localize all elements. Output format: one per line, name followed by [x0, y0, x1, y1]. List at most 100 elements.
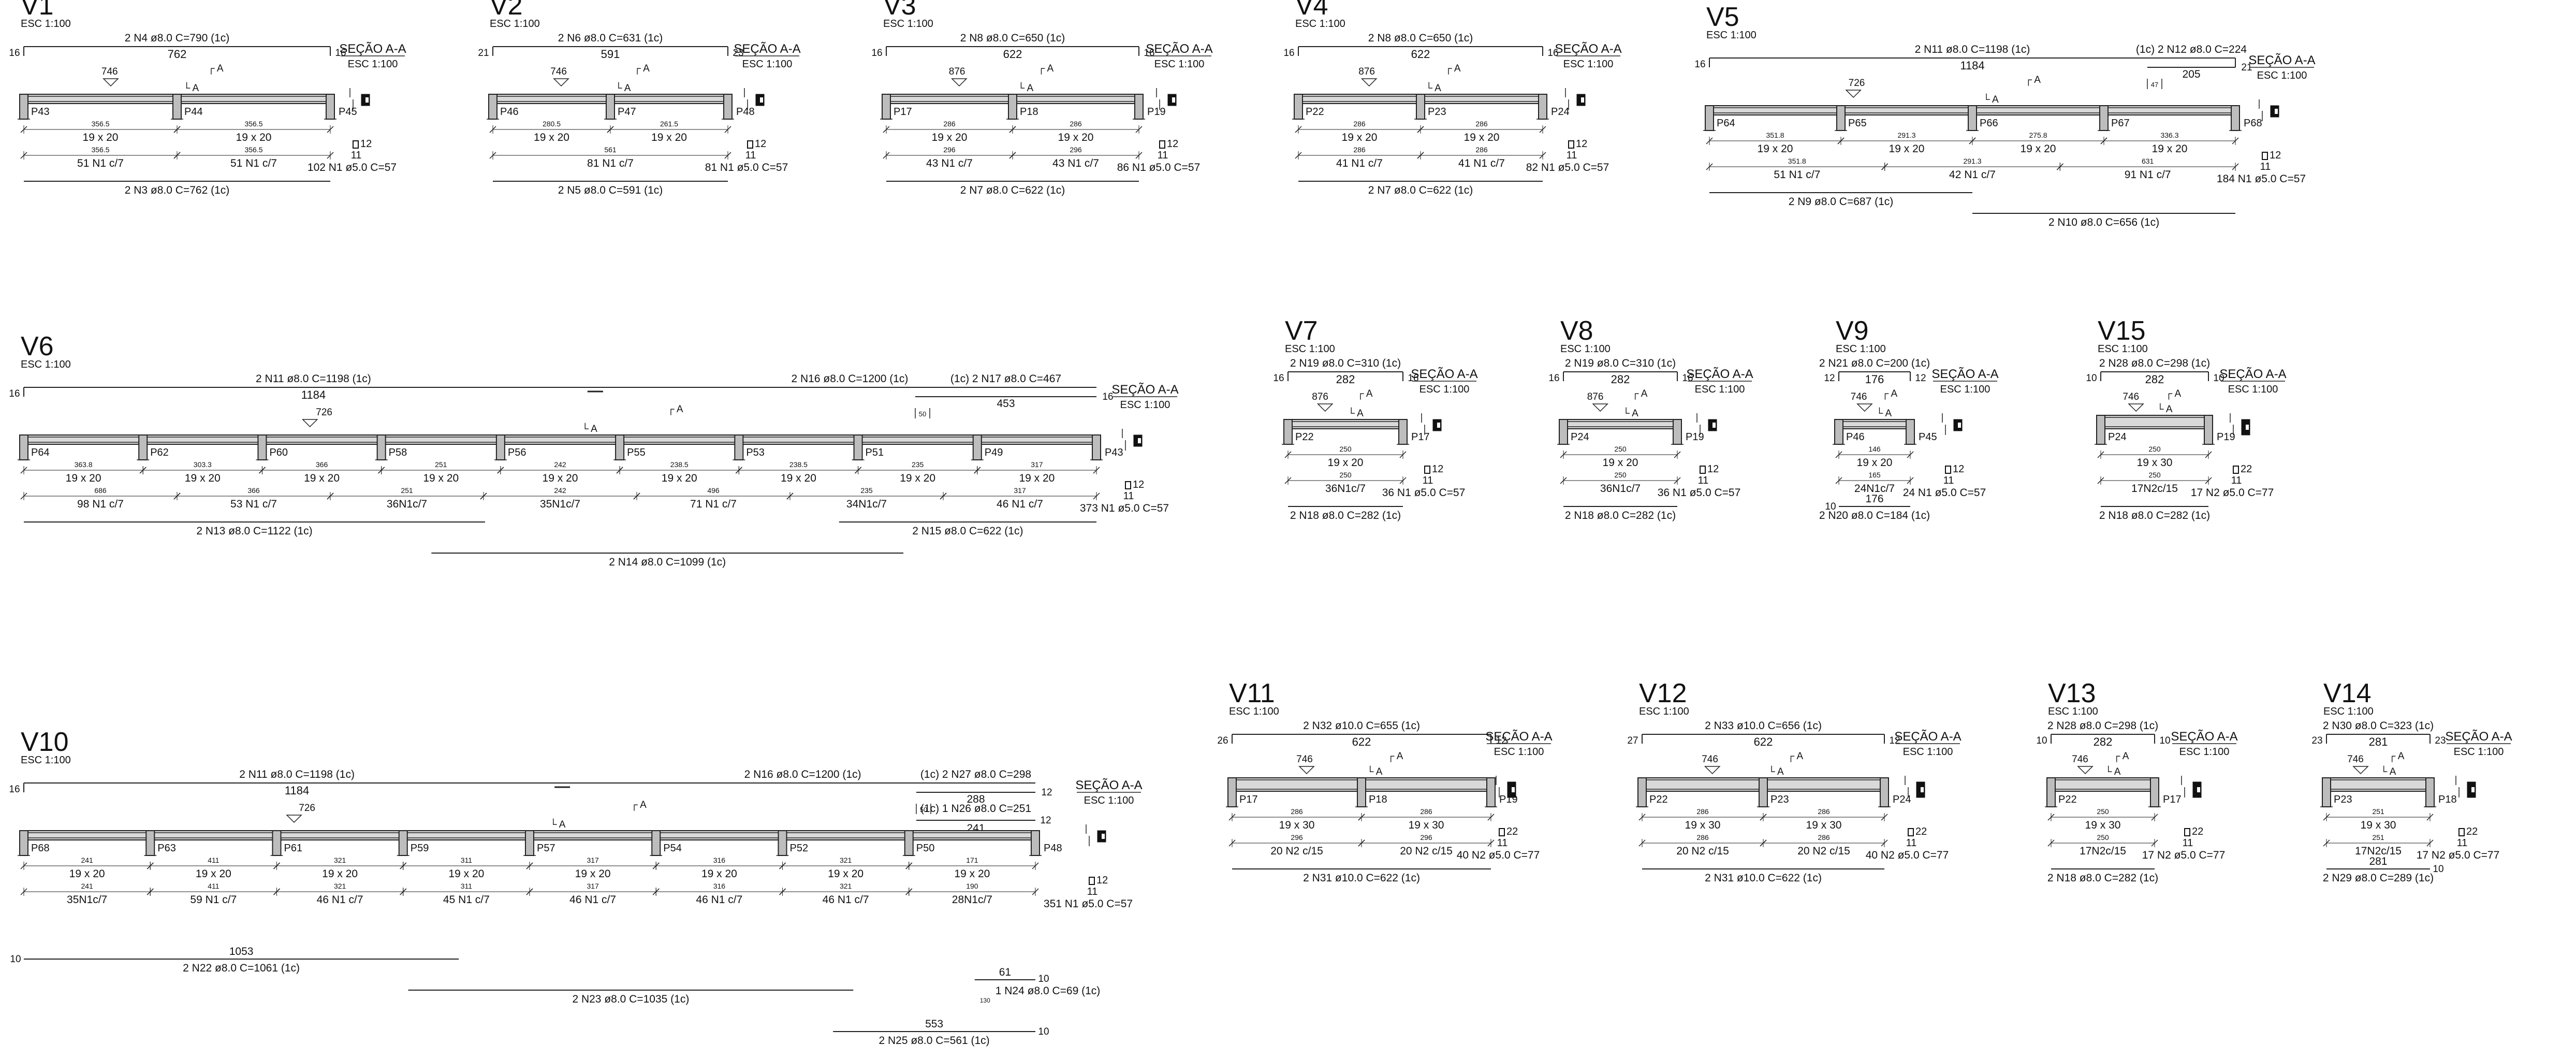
pillar — [723, 94, 733, 120]
spacing-dim: 321 — [334, 882, 346, 890]
section-size: 19 x 20 — [423, 472, 459, 484]
spacing-dim: 296 — [1291, 833, 1303, 842]
section-mark: └ A — [581, 423, 597, 434]
pillar — [2150, 777, 2159, 807]
pillar-label: P45 — [1919, 431, 1937, 443]
span-dim: 366 — [316, 460, 328, 469]
beam-title: V8 — [1560, 316, 1593, 346]
pillar-label: P22 — [1295, 431, 1314, 443]
top-bar-label: 2 N19 ø8.0 C=310 (1c) — [1290, 357, 1401, 369]
section-arrow — [286, 815, 302, 823]
pillar — [882, 94, 891, 120]
bottom-bar-label: 2 N14 ø8.0 C=1099 (1c) — [609, 556, 726, 568]
stirrup-label: 51 N1 c/7 — [1774, 169, 1820, 181]
top-bar-length: 762 — [168, 48, 187, 61]
section-size: 19 x 20 — [543, 472, 578, 484]
spacing-dim: 356.5 — [91, 146, 109, 154]
span-dim: 251 — [435, 460, 447, 469]
pillar-label: P56 — [508, 447, 526, 458]
beam-scale: ESC 1:100 — [2098, 343, 2148, 355]
stirrup-total: 102 N1 ø5.0 C=57 — [308, 162, 397, 173]
section-mark: └ A — [1348, 407, 1364, 419]
pillar-label: P47 — [618, 106, 636, 118]
beam-scale: ESC 1:100 — [21, 755, 71, 766]
bottom-bar-label: 2 N31 ø10.0 C=622 (1c) — [1705, 872, 1822, 884]
section-mark: ┌ A — [631, 800, 647, 811]
top-bar-label: 2 N28 ø8.0 C=298 (1c) — [2099, 357, 2210, 369]
beam-title: V4 — [1295, 0, 1328, 21]
hook-length: 10 — [2433, 864, 2443, 875]
bottom-bar-label: 2 N13 ø8.0 C=1122 (1c) — [196, 525, 312, 537]
top-bar-label: 2 N16 ø8.0 C=1200 (1c) — [792, 373, 909, 385]
section-mark: ┌ A — [2025, 75, 2041, 86]
stirrup-dim: 22 — [1915, 826, 1927, 837]
beam-title: V11 — [1229, 678, 1275, 708]
top-bar-length: 622 — [1754, 735, 1773, 748]
stirrup-dim: 11 — [351, 150, 362, 161]
pillar-label: P61 — [284, 843, 303, 854]
beam-title: V6 — [21, 331, 54, 361]
section-size: 19 x 30 — [2361, 819, 2396, 831]
pillar-label: P62 — [150, 447, 169, 458]
spacing-dim: 190 — [966, 882, 978, 890]
hook-length: 16 — [1694, 59, 1705, 70]
section-size: 19 x 20 — [954, 868, 990, 880]
section-size: 19 x 20 — [575, 868, 611, 880]
dim-label: 746 — [1296, 754, 1313, 765]
bottom-bar-label: 2 N23 ø8.0 C=1035 (1c) — [572, 993, 689, 1005]
spacing-dim: 311 — [461, 882, 473, 890]
pillar-label: P64 — [1717, 118, 1735, 129]
section-mark: ┌ A — [2165, 388, 2182, 400]
section-mark: ┌ A — [1387, 751, 1403, 762]
dim-label: 726 — [299, 803, 315, 814]
beam-scale: ESC 1:100 — [21, 359, 71, 370]
section-title: SEÇÃO A-A — [1111, 383, 1178, 397]
pillar — [778, 830, 787, 856]
stirrup-dim: 12 — [1432, 463, 1443, 475]
pillar — [651, 830, 661, 856]
pillar-label: P53 — [746, 447, 765, 458]
pillar-label: P18 — [1369, 794, 1387, 805]
pillar — [1637, 777, 1647, 807]
stirrup-total: 17 N2 ø5.0 C=77 — [2142, 849, 2226, 861]
stirrup-label: 81 N1 c/7 — [587, 157, 634, 169]
beam-title: V15 — [2098, 316, 2146, 346]
section-title: SEÇÃO A-A — [1686, 367, 1753, 381]
stirrup-dim: 11 — [1497, 837, 1508, 849]
pillar-label: P23 — [2334, 794, 2352, 805]
stirrup-label: 46 N1 c/7 — [317, 894, 363, 906]
dim-label: 746 — [2123, 391, 2139, 402]
pillar-label: P17 — [894, 106, 912, 118]
spacing-dim: 351.8 — [1788, 157, 1806, 165]
stirrup-dim: 22 — [2192, 826, 2203, 837]
pillar-label: P17 — [2163, 794, 2182, 805]
section-arrow — [2077, 766, 2094, 775]
bottom-bar-label: 2 N3 ø8.0 C=762 (1c) — [125, 184, 230, 196]
section-core — [2197, 787, 2200, 792]
span-dim: 242 — [554, 460, 566, 469]
pillar-label: P66 — [1980, 118, 1998, 129]
hook-length: 16 — [9, 784, 20, 795]
top-bar-label: 2 N11 ø8.0 C=1198 (1c) — [256, 373, 371, 385]
stirrup-icon — [353, 140, 359, 149]
extra-bar-length: 453 — [997, 398, 1015, 410]
bottom-bar-label: 2 N5 ø8.0 C=591 (1c) — [558, 184, 663, 196]
pillar — [1906, 419, 1915, 445]
extra-bottom-length: 61 — [999, 966, 1011, 978]
pillar — [1227, 777, 1237, 807]
dim-label: 746 — [2072, 754, 2088, 765]
stirrup-label: 17N2c/15 — [2355, 845, 2402, 857]
pillar — [1673, 419, 1682, 445]
section-size: 19 x 20 — [900, 472, 935, 484]
stirrup-label: 46 N1 c/7 — [569, 894, 616, 906]
stirrup-total: 81 N1 ø5.0 C=57 — [705, 162, 788, 173]
spacing-dim: 561 — [604, 146, 617, 154]
section-mark: ┌ A — [2113, 751, 2129, 762]
stirrup-total: 82 N1 ø5.0 C=57 — [1526, 162, 1609, 173]
bottom-bar-label: 2 N18 ø8.0 C=282 (1c) — [1290, 510, 1401, 521]
stirrup-dim: 22 — [2466, 826, 2478, 837]
top-bar-length: 591 — [601, 48, 620, 61]
